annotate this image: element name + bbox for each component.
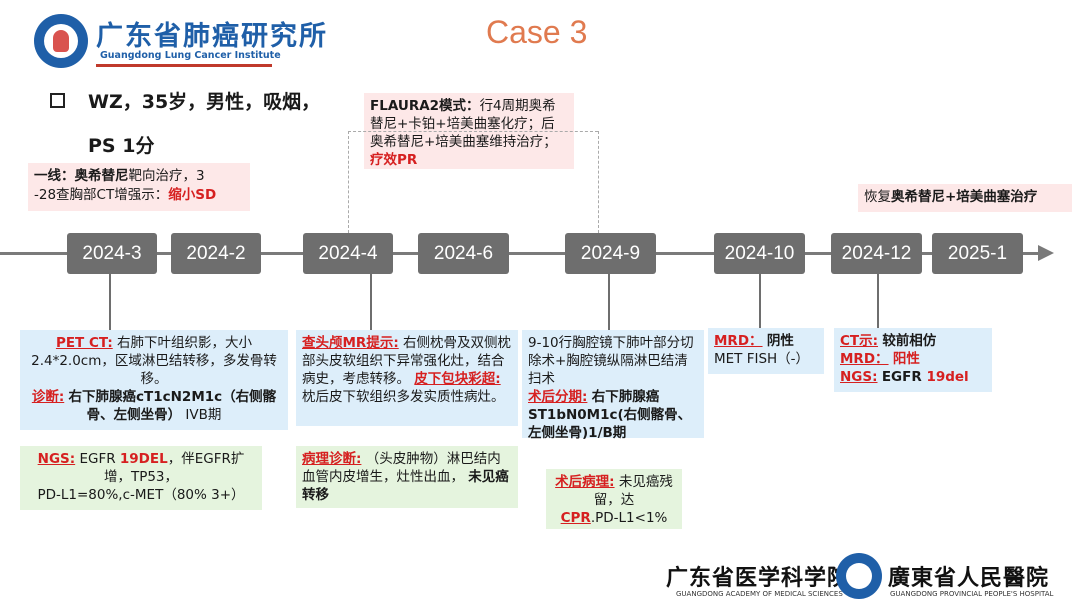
patient-ps: PS 1分	[88, 135, 155, 157]
box-text: 右肺下叶组织影，大小2.4*2.0cm，区域淋巴结转移，多发骨转移。	[31, 335, 277, 387]
checkbox-bullet-icon	[50, 93, 65, 108]
box-text: 右侧枕骨及双侧枕部头皮软组织下异常强化灶，结合病史，考虑转移。	[302, 335, 512, 387]
box-label: 术后分期:	[528, 389, 588, 405]
note-result: 缩小SD	[168, 187, 217, 203]
box-text: .PD-L1<1%	[590, 510, 668, 526]
ngs-box: NGS: EGFR 19DEL，伴EGFR扩增，TP53， PD-L1=80%,…	[20, 446, 262, 510]
note-text: -28查胸部CT增强示：	[34, 187, 169, 203]
academy-name-cn: 广东省医学科学院	[666, 565, 851, 591]
box-text: 阳性	[892, 351, 920, 367]
mrd-box: MRD： 阴性 MET FISH（-）	[708, 328, 824, 374]
date-label: 2024-10	[714, 233, 805, 274]
date-label: 2024-4	[303, 233, 393, 274]
box-text: 阴性	[766, 333, 794, 349]
box-text: 右下肺腺癌cT1cN2M1c（右侧髂骨、左侧坐骨）	[68, 389, 277, 423]
hospital-name-en: GUANGDONG PROVINCIAL PEOPLE'S HOSPITAL	[890, 590, 1054, 598]
mutation-value: 19DEL	[119, 451, 168, 467]
pet-ct-box: PET CT: 右肺下叶组织影，大小2.4*2.0cm，区域淋巴结转移，多发骨转…	[20, 330, 288, 430]
timeline-axis	[0, 252, 1040, 255]
box-label: MRD：	[840, 351, 889, 367]
academy-name-en: GUANGDONG ACADEMY OF MEDICAL SCIENCES	[676, 590, 843, 598]
box-text: IVB期	[185, 407, 222, 423]
connector	[370, 274, 372, 330]
resume-note: 恢复奥希替尼+培美曲塞治疗	[858, 184, 1072, 212]
hospital-logo-inner	[846, 563, 872, 589]
box-label: NGS:	[840, 369, 878, 385]
note-drug: 奥希替尼	[74, 168, 129, 184]
ct-mrd-box: CT示: 较前相仿 MRD： 阳性 NGS: EGFR 19del	[834, 328, 992, 392]
box-text: EGFR	[881, 369, 927, 385]
box-label: CT示:	[840, 333, 879, 349]
box-label: PET CT:	[55, 335, 113, 351]
first-line-note: 一线：奥希替尼靶向治疗，3 -28查胸部CT增强示：缩小SD	[28, 163, 250, 211]
box-label: 病理诊断:	[302, 451, 362, 467]
mutation-value: 19del	[926, 369, 969, 385]
bracket-line	[348, 131, 349, 233]
date-label: 2024-6	[418, 233, 509, 274]
box-label: 诊断:	[31, 389, 65, 405]
box-label: 皮下包块彩超:	[414, 371, 501, 387]
slide-title: Case 3	[486, 14, 588, 50]
hospital-name-cn: 廣東省人民醫院	[888, 565, 1050, 591]
box-text: PD-L1=80%,c-MET（80% 3+）	[37, 487, 245, 503]
box-text: 枕后皮下软组织多发实质性病灶。	[302, 389, 505, 405]
note-result: 疗效PR	[370, 152, 418, 168]
connector	[608, 274, 610, 330]
box-text: 右下肺腺癌ST1bN0M1c(右侧髂骨、左侧坐骨)1/B期	[528, 389, 692, 441]
box-text: 未见癌转移	[302, 469, 509, 503]
bracket-line	[348, 131, 598, 132]
note-text: 恢复	[864, 189, 891, 205]
box-text: ，伴EGFR扩增，TP53，	[103, 451, 245, 485]
box-text: MET FISH（-）	[714, 351, 810, 367]
patient-info: WZ，35岁，男性，吸烟，	[88, 91, 321, 113]
note-label: 一线：	[34, 168, 75, 184]
box-label: 查头颅MR提示:	[302, 335, 399, 351]
box-text: 9-10行胸腔镜下肺叶部分切除术+胸腔镜纵隔淋巴结清扫术	[528, 335, 694, 387]
bracket-line	[598, 131, 599, 233]
note-label: FLAURA2模式：	[370, 98, 480, 114]
date-label: 2024-9	[565, 233, 656, 274]
connector	[109, 274, 111, 334]
connector	[759, 274, 761, 328]
arrow-right-icon	[1038, 245, 1054, 261]
box-label: CPR	[560, 510, 591, 526]
head-mr-box: 查头颅MR提示: 右侧枕骨及双侧枕部头皮软组织下异常强化灶，结合病史，考虑转移。…	[296, 330, 518, 426]
box-label: 术后病理:	[555, 474, 615, 490]
note-drug: 奥希替尼+培美曲塞治疗	[891, 189, 1038, 205]
institute-name-en: Guangdong Lung Cancer Institute	[100, 50, 281, 61]
box-label: MRD：	[714, 333, 763, 349]
box-text: 未见癌残留，达	[593, 474, 673, 508]
date-label: 2024-12	[831, 233, 922, 274]
lung-icon	[53, 30, 69, 52]
surgery-box: 9-10行胸腔镜下肺叶部分切除术+胸腔镜纵隔淋巴结清扫术 术后分期: 右下肺腺癌…	[522, 330, 704, 441]
header-underline	[96, 64, 272, 67]
pathology-box: 病理诊断: （头皮肿物）淋巴结内血管内皮增生，灶性出血， 未见癌转移	[296, 446, 518, 508]
box-text: EGFR	[79, 451, 120, 467]
box-text: 较前相仿	[882, 333, 937, 349]
date-label: 2024-2	[171, 233, 261, 274]
date-label: 2024-3	[67, 233, 157, 274]
box-text: （头皮肿物）淋巴结内血管内皮增生，灶性出血，	[302, 451, 501, 485]
connector	[877, 274, 879, 328]
note-text: 靶向治疗，3	[128, 168, 205, 184]
box-label: NGS:	[37, 451, 76, 467]
post-pathology-box: 术后病理: 未见癌残留，达 CPR.PD-L1<1%	[546, 469, 682, 529]
date-label: 2025-1	[932, 233, 1023, 274]
note-text: 行4周期奥希替尼+卡铂+培美曲塞化疗；后奥希替尼+培美曲塞维持治疗；	[370, 98, 557, 150]
institute-name-cn: 广东省肺癌研究所	[96, 21, 328, 52]
